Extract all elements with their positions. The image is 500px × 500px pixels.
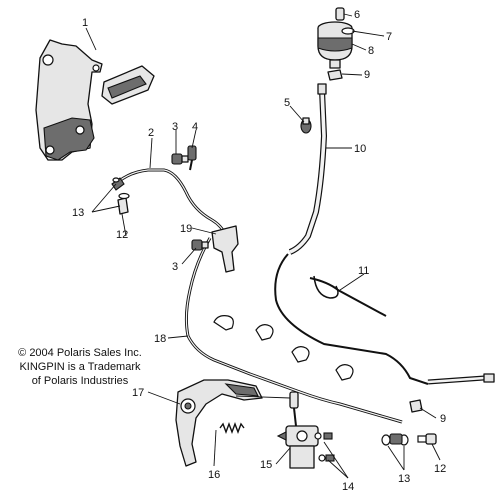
- callout-3-mid: 3: [172, 261, 178, 273]
- callout-18: 18: [154, 333, 166, 345]
- callout-12-top: 12: [116, 229, 128, 241]
- bolt-mid: [191, 239, 209, 251]
- callout-6: 6: [354, 9, 360, 21]
- brake-line-right: [274, 253, 429, 385]
- callout-12-bottom: 12: [434, 463, 446, 475]
- reservoir-hose-outer: [288, 89, 328, 255]
- callout-9-top: 9: [364, 69, 370, 81]
- callout-13-bottom: 13: [398, 473, 410, 485]
- callout-5: 5: [284, 97, 290, 109]
- brake-line-2-inner: [117, 169, 231, 253]
- washer-screw-upper: [112, 177, 130, 215]
- reservoir-hose-inner: [289, 89, 326, 254]
- callout-10: 10: [354, 143, 366, 155]
- bolt-top: [171, 153, 189, 165]
- trademark-line: KINGPIN is a Trademark: [19, 361, 141, 373]
- brake-line-end-inner: [427, 376, 485, 384]
- hose-end-fitting: [317, 83, 327, 95]
- banjo-bolt-lower: [417, 433, 437, 445]
- callout-1: 1: [82, 17, 88, 29]
- callout-3-top: 3: [172, 121, 178, 133]
- copyright-note: © 2004 Polaris Sales Inc. KINGPIN is a T…: [0, 346, 160, 388]
- return-spring: [219, 422, 245, 434]
- callout-16: 16: [208, 469, 220, 481]
- callout-13-top: 13: [72, 207, 84, 219]
- brake-line-18-inner: [185, 237, 403, 423]
- banjo-fitting: [187, 145, 197, 171]
- leader-lines: [85, 13, 441, 479]
- callout-19: 19: [180, 223, 192, 235]
- callout-7: 7: [386, 31, 392, 43]
- cable-tie-loop: [313, 275, 339, 299]
- line-clips: [213, 315, 354, 381]
- callout-11: 11: [358, 265, 369, 277]
- brake-pedal: [175, 379, 263, 467]
- master-cylinder: [276, 391, 319, 469]
- callout-15: 15: [260, 459, 272, 471]
- copyright-line: © 2004 Polaris Sales Inc.: [18, 347, 142, 359]
- callout-14: 14: [342, 481, 354, 493]
- callout-2: 2: [148, 127, 154, 139]
- callout-4: 4: [192, 121, 198, 133]
- hose-clamp-top: [327, 69, 343, 81]
- trademark-owner-line: of Polaris Industries: [31, 375, 129, 387]
- reservoir-cap-screw: [335, 7, 345, 21]
- brake-line-end-fitting: [483, 373, 495, 383]
- callout-9-bottom: 9: [440, 413, 446, 425]
- callout-17: 17: [132, 387, 144, 399]
- cable-tie: [309, 277, 387, 317]
- callout-8: 8: [368, 45, 374, 57]
- line-bracket: [211, 225, 239, 273]
- banjo-washers-lower: [381, 433, 409, 446]
- hose-clamp-lower: [409, 399, 423, 413]
- caliper-bracket-assembly: [35, 39, 155, 161]
- fluid-reservoir: [317, 21, 353, 69]
- cylinder-bolts: [314, 432, 335, 462]
